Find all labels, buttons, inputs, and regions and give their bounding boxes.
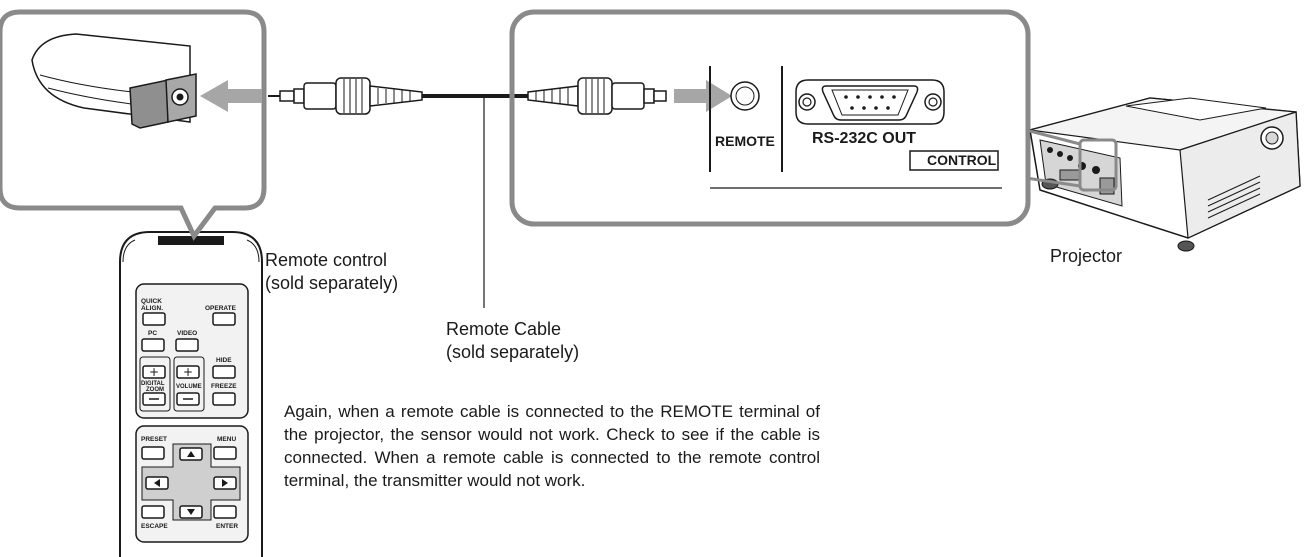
- remote-terminal-label: REMOTE: [715, 133, 775, 149]
- btn-freeze-label: FREEZE: [211, 383, 237, 390]
- remote-callout-bubble: [0, 9, 267, 241]
- usage-note: Again, when a remote cable is connected …: [284, 402, 820, 490]
- volume-plus-button: [176, 365, 200, 379]
- remote-cable-sold-separately-label: (sold separately): [446, 342, 580, 362]
- pc-button: [141, 338, 165, 352]
- menu-button: [213, 446, 237, 460]
- remote-terminal-jack-icon: [730, 81, 760, 111]
- projector-label: Projector: [1050, 246, 1123, 266]
- btn-digital-zoom-label-2: ZOOM: [146, 387, 164, 393]
- remote-cable-label: Remote Cable: [446, 319, 562, 339]
- rs232c-label: RS-232C OUT: [812, 130, 917, 147]
- quick-align-button: [142, 312, 166, 326]
- remote-closeup: [31, 33, 197, 129]
- btn-video-label: VIDEO: [177, 330, 197, 337]
- ir-emitter: [158, 236, 224, 245]
- right-plug: [527, 77, 667, 115]
- btn-escape-label: ESCAPE: [141, 523, 168, 530]
- btn-volume-label: VOLUME: [176, 384, 202, 390]
- btn-enter-label: ENTER: [216, 523, 238, 530]
- arrow-right-icon: [674, 80, 732, 112]
- rs232c-port-icon: [795, 79, 945, 125]
- control-label: CONTROL: [927, 152, 997, 168]
- remote-control-label: Remote control: [265, 250, 388, 270]
- hide-button: [212, 365, 236, 379]
- btn-quick-align-label-2: ALIGN.: [141, 305, 163, 312]
- video-button: [175, 338, 199, 352]
- remote-control-sold-separately-label: (sold separately): [265, 273, 399, 293]
- btn-preset-label: PRESET: [141, 436, 167, 443]
- btn-menu-label: MENU: [217, 436, 236, 443]
- panel-callout-box: [509, 9, 1031, 227]
- escape-button: [141, 505, 165, 519]
- zoom-plus-button: [142, 365, 166, 379]
- btn-operate-label: OPERATE: [205, 305, 237, 312]
- svg-text:+: +: [149, 365, 159, 379]
- left-plug: [268, 77, 423, 115]
- btn-hide-label: HIDE: [216, 357, 232, 364]
- btn-quick-align-label: QUICK: [141, 298, 162, 305]
- preset-button: [141, 446, 165, 460]
- freeze-button: [212, 392, 236, 406]
- btn-pc-label: PC: [148, 330, 157, 337]
- enter-button: [213, 505, 237, 519]
- operate-button: [212, 312, 236, 326]
- arrow-left-icon: [200, 80, 262, 112]
- svg-text:+: +: [183, 365, 193, 379]
- projector-illustration: [1029, 97, 1301, 252]
- btn-digital-zoom-label: DIGITAL: [141, 381, 165, 387]
- remote-control-handset: QUICK ALIGN. OPERATE PC VIDEO + DIGITAL …: [119, 231, 263, 557]
